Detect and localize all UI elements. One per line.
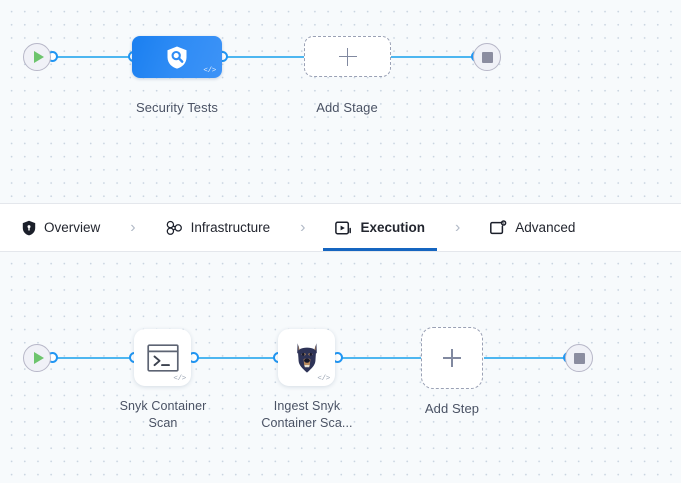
play-square-icon	[335, 220, 352, 236]
step-code-badge[interactable]: </>	[173, 375, 186, 383]
tab-advanced[interactable]: Advanced	[486, 204, 579, 251]
tab-infrastructure[interactable]: Infrastructure	[162, 204, 275, 251]
add-stage-button[interactable]	[304, 36, 391, 77]
step-label-line2: Scan	[148, 416, 178, 430]
connector-ingest-to-add-step	[337, 357, 421, 359]
tab-execution-label: Execution	[360, 220, 425, 235]
connector-snyk-scan-to-ingest	[193, 357, 278, 359]
step-start-node[interactable]	[23, 344, 51, 372]
pipeline-end-node[interactable]	[473, 43, 501, 71]
pipeline-start-node[interactable]	[23, 43, 51, 71]
step-node-ingest-snyk-container-scan[interactable]: </>	[278, 329, 335, 386]
pipeline-step-canvas[interactable]: </> Snyk Container Scan </> In	[0, 252, 681, 483]
step-label-line2: Container Sca...	[261, 416, 353, 430]
add-step-button[interactable]	[421, 327, 483, 389]
step-end-node[interactable]	[565, 344, 593, 372]
step-label-line1: Ingest Snyk	[273, 399, 341, 413]
plus-icon	[338, 47, 357, 66]
tab-infrastructure-label: Infrastructure	[190, 220, 271, 235]
add-step-label: Add Step	[424, 401, 480, 416]
connector-start-to-snyk-scan	[52, 357, 135, 359]
shield-icon	[22, 220, 36, 236]
step-node-label-snyk-container-scan: Snyk Container Scan	[93, 398, 233, 432]
stop-icon	[573, 352, 585, 364]
tab-overview[interactable]: Overview	[18, 204, 104, 251]
step-node-snyk-container-scan[interactable]: </>	[134, 329, 191, 386]
step-node-label-ingest-snyk-container-scan: Ingest Snyk Container Sca...	[237, 398, 377, 432]
add-stage-label: Add Stage	[316, 100, 378, 115]
play-icon	[33, 51, 44, 63]
pipeline-stage-canvas[interactable]: </> Security Tests Add Stage	[0, 0, 681, 203]
connector-add-stage-to-end	[391, 56, 476, 58]
connector-add-step-to-end	[484, 357, 567, 359]
tab-advanced-label: Advanced	[515, 220, 576, 235]
stage-node-security-tests[interactable]: </>	[132, 36, 222, 78]
tab-execution[interactable]: Execution	[323, 204, 437, 251]
terminal-icon	[146, 343, 179, 372]
connector-security-tests-to-add-stage	[222, 56, 307, 58]
stage-code-badge[interactable]: </>	[203, 67, 216, 75]
tab-separator: ›	[130, 218, 136, 236]
step-label-line1: Snyk Container	[119, 399, 207, 413]
pipeline-section-tabs: Overview › Infrastructure › Execution ›	[0, 203, 681, 252]
stop-icon	[481, 51, 493, 63]
nodes-cluster-icon	[166, 220, 183, 236]
step-code-badge[interactable]: </>	[317, 375, 330, 383]
plus-icon	[443, 349, 461, 367]
stage-node-label-security-tests: Security Tests	[135, 100, 219, 115]
tab-separator: ›	[300, 218, 306, 236]
card-gear-icon	[490, 219, 507, 236]
shield-search-icon	[165, 45, 189, 70]
tab-overview-label: Overview	[44, 220, 101, 235]
play-icon	[33, 352, 44, 364]
tab-separator: ›	[454, 218, 461, 236]
connector-start-to-security-tests	[52, 56, 134, 58]
doberman-dog-icon	[292, 341, 322, 375]
